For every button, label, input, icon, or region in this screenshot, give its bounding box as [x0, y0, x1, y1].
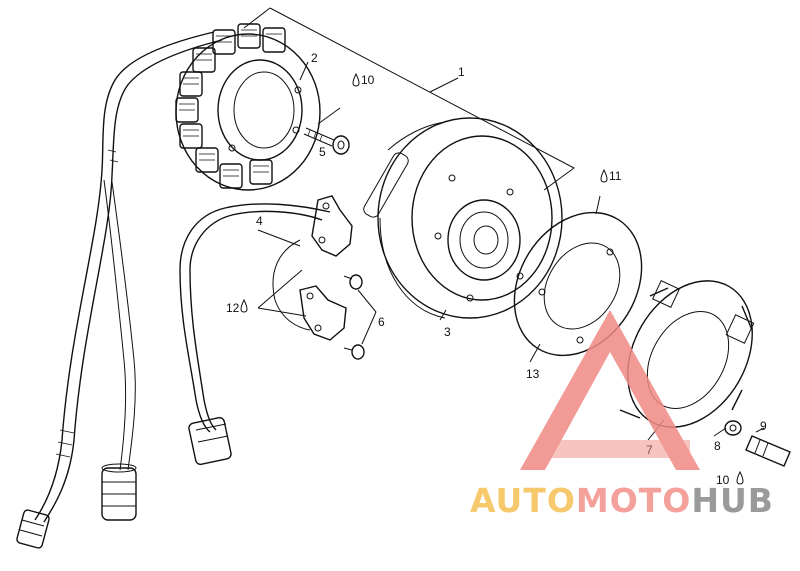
- flywheel-cover: [619, 280, 755, 428]
- label-part-10-top: 10: [361, 73, 375, 87]
- watermark-logo-triangle: [520, 310, 700, 470]
- label-part-9: 9: [760, 419, 767, 433]
- stator-coil: [175, 23, 321, 191]
- label-part-3: 3: [444, 325, 451, 339]
- sealant-drop-icons: [240, 72, 744, 485]
- label-part-11: 11: [609, 169, 622, 183]
- label-part-6: 6: [378, 315, 385, 329]
- label-part-13: 13: [526, 367, 540, 381]
- leader-lines: [243, 7, 765, 441]
- stator-wiring-harness: [16, 31, 223, 549]
- flywheel-rotor: [363, 117, 563, 319]
- label-part-2: 2: [311, 51, 318, 65]
- washer-and-bolt: [724, 420, 791, 467]
- pickup-sensor-harness: [179, 195, 365, 466]
- label-part-8: 8: [714, 439, 721, 453]
- part-number-labels: 1 2 3 4 5 6 7 8 9 10 10 11 12 13: [226, 51, 767, 487]
- label-part-10-bottom: 10: [716, 473, 730, 487]
- stator-bolt: [303, 127, 350, 155]
- label-part-1: 1: [458, 65, 465, 79]
- label-part-4: 4: [256, 214, 263, 228]
- label-part-12: 12: [226, 301, 240, 315]
- gasket-ring: [513, 211, 643, 357]
- label-part-5: 5: [319, 145, 326, 159]
